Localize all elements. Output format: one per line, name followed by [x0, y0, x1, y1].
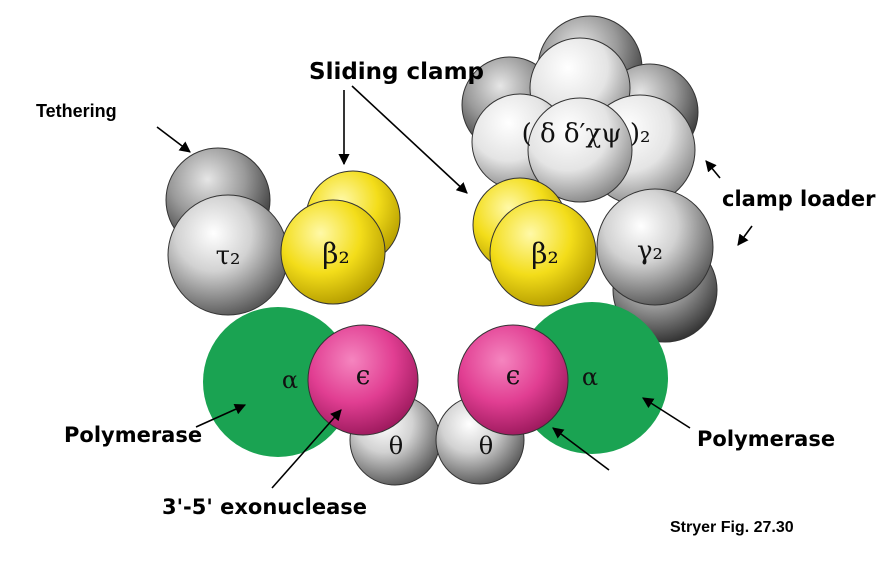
epsilon-left-label: ϵ: [356, 361, 371, 391]
tethering-label: Tethering: [36, 101, 117, 121]
exonuclease-right-arrow: [552, 427, 610, 471]
gamma-subunit: [596, 188, 718, 343]
delta-complex-label: ( δ δ′χψ )₂: [522, 119, 651, 149]
epsilon-subunit-left: [307, 324, 419, 436]
exonuclease-label: 3'-5' exonuclease: [162, 495, 367, 519]
polymerase-left-arrow: [195, 404, 247, 428]
beta-clamp-right: [472, 177, 597, 307]
polymerase-left-label: Polymerase: [64, 423, 202, 447]
gamma-label: γ₂: [637, 236, 663, 266]
sliding-clamp-arrow-right: [351, 85, 468, 194]
beta-clamp-left: [280, 170, 401, 305]
beta-right-label: β₂: [531, 237, 558, 270]
tau-subunit: [165, 147, 289, 316]
alpha-right-label: α: [582, 363, 598, 391]
figure-citation: Stryer Fig. 27.30: [670, 519, 794, 536]
theta-right-label: θ: [479, 432, 493, 460]
epsilon-right-label: ϵ: [506, 361, 521, 391]
exonuclease-arrow: [271, 409, 342, 489]
alpha-left-label: α: [282, 366, 298, 394]
clamp-loader-arrow-bottom: [737, 225, 753, 246]
callout-arrows: [156, 85, 753, 489]
clamp-loader-label: clamp loader: [722, 187, 876, 211]
theta-left-label: θ: [389, 432, 403, 460]
polymerase-right-label: Polymerase: [697, 427, 835, 451]
clamp-loader-arrow-top: [705, 160, 721, 179]
clamp-loader-complex: [461, 15, 699, 206]
tau-label: τ₂: [216, 241, 241, 271]
alpha-subunit-left: [203, 307, 353, 457]
polymerase-right-arrow: [642, 397, 691, 429]
beta-left-label: β₂: [322, 237, 349, 270]
tethering-arrow: [156, 126, 191, 153]
epsilon-subunit-right: [457, 324, 569, 436]
sliding-clamp-label: Sliding clamp: [309, 59, 484, 85]
